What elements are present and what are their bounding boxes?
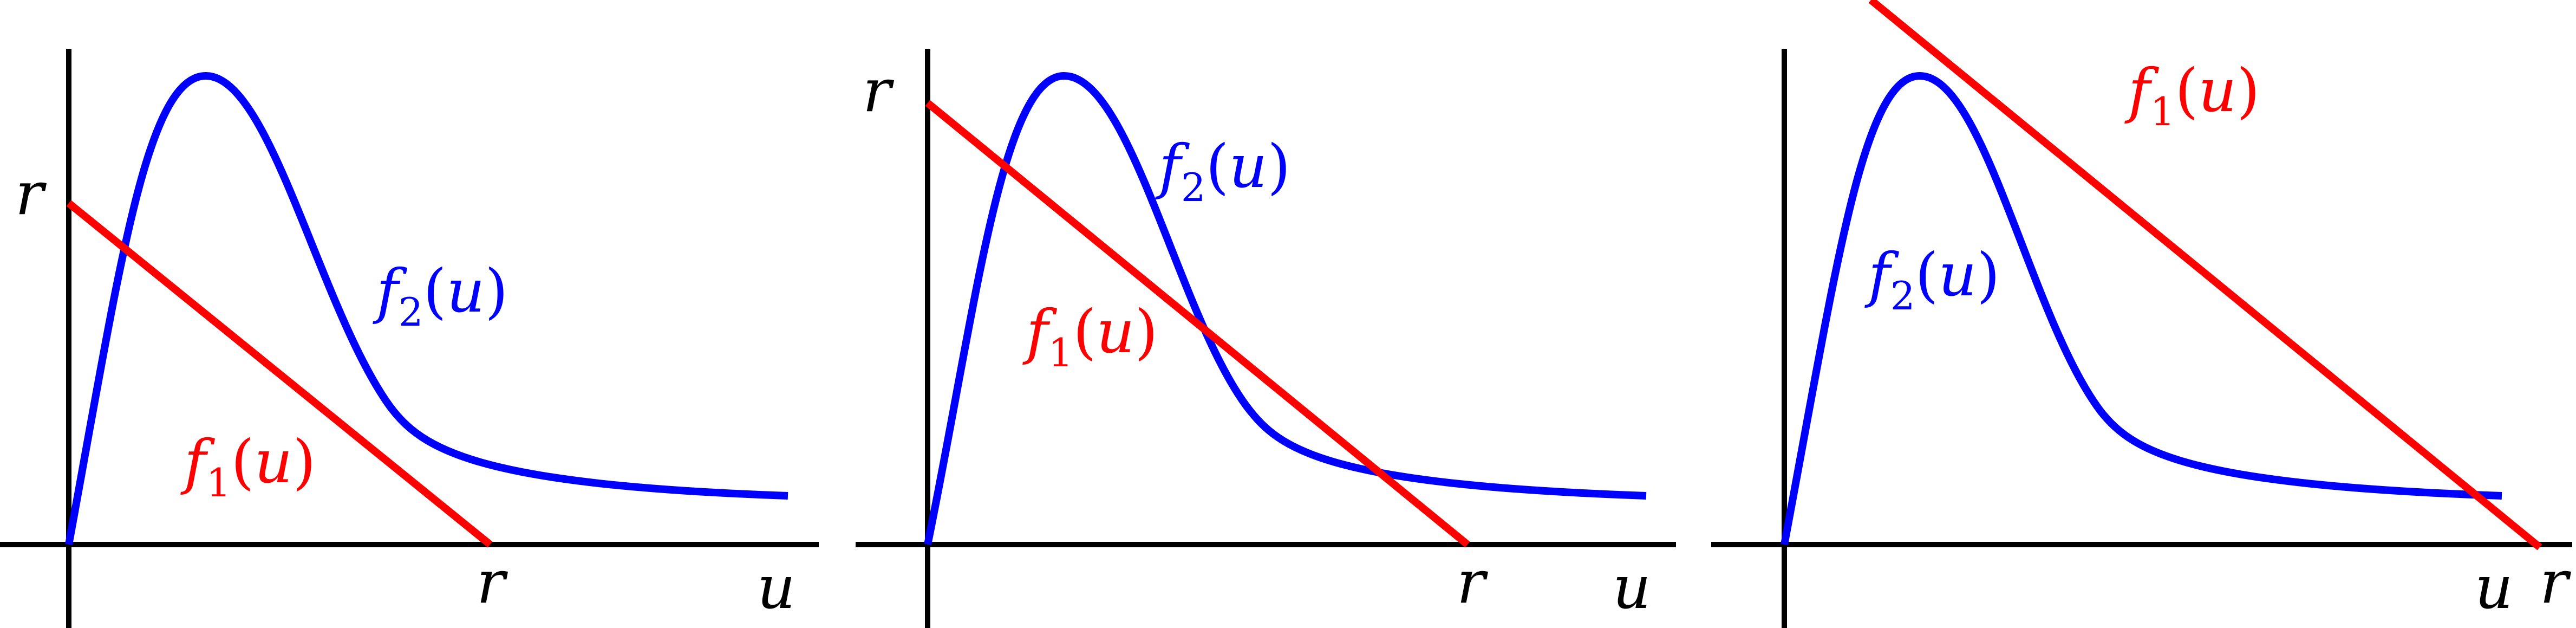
panel-right: u r f1(u) f2(u): [1711, 0, 2572, 628]
panel-middle-f2-curve: [924, 72, 1647, 546]
f1-arg-close: ): [1134, 297, 1158, 366]
panel-middle: r r u f2(u) f1(u): [856, 49, 1676, 628]
panel-right-u-axis-label: u: [2475, 553, 2513, 622]
panel-middle-u-axis-label: u: [1613, 553, 1651, 622]
panel-middle-f1-label: f1(u): [1022, 297, 1158, 375]
f2-arg-var: u: [1229, 132, 1267, 201]
panel-left: r r u f2(u) f1(u): [0, 49, 819, 628]
f2-sub: 2: [1890, 273, 1915, 319]
f2-arg-var: u: [446, 256, 485, 326]
f1-sub: 1: [1048, 330, 1073, 375]
f2-sub: 2: [1181, 165, 1206, 210]
f1-arg-open: (: [231, 427, 255, 496]
panel-middle-r-y-tick: r: [863, 56, 895, 125]
f1-arg-var: u: [2198, 56, 2236, 125]
f2-arg-open: (: [423, 256, 447, 326]
panel-left-f1-label: f1(u): [180, 427, 316, 506]
panel-right-f2-label: f2(u): [1864, 240, 2000, 319]
f2-arg-open: (: [1206, 132, 1229, 201]
f1-arg-var: u: [1096, 297, 1134, 366]
panel-right-f1-line: [1868, 0, 2542, 551]
f2-arg-close: ): [485, 256, 508, 326]
f2-arg-close: ): [1267, 132, 1290, 201]
f1-sub: 1: [206, 460, 231, 506]
f1-arg-close: ): [2236, 56, 2260, 125]
panel-left-r-x-tick: r: [477, 547, 508, 617]
panel-right-f2-curve: [1781, 72, 2502, 546]
f1-arg-var: u: [254, 427, 292, 496]
panel-middle-r-x-tick: r: [1457, 547, 1489, 617]
panel-left-u-axis-label: u: [757, 553, 795, 622]
f2-arg-var: u: [1938, 240, 1977, 309]
f2-arg-close: ): [1977, 240, 2000, 309]
panel-right-f1-label: f1(u): [2124, 56, 2260, 134]
panel-right-r-x-tick: r: [2540, 547, 2572, 617]
panel-middle-f2-label: f2(u): [1155, 132, 1290, 210]
panel-left-r-y-tick: r: [15, 159, 47, 228]
f2-sub: 2: [399, 289, 423, 335]
f2-arg-open: (: [1915, 240, 1939, 309]
panel-left-f2-curve: [65, 72, 788, 546]
panel-left-f1-line: [66, 200, 493, 548]
f1-arg-open: (: [2175, 56, 2199, 125]
panel-left-f2-label: f2(u): [373, 256, 508, 335]
panel-middle-f1-line: [925, 100, 1470, 548]
f1-sub: 1: [2150, 89, 2175, 134]
f1-arg-open: (: [1073, 297, 1097, 366]
f1-arg-close: ): [292, 427, 316, 496]
